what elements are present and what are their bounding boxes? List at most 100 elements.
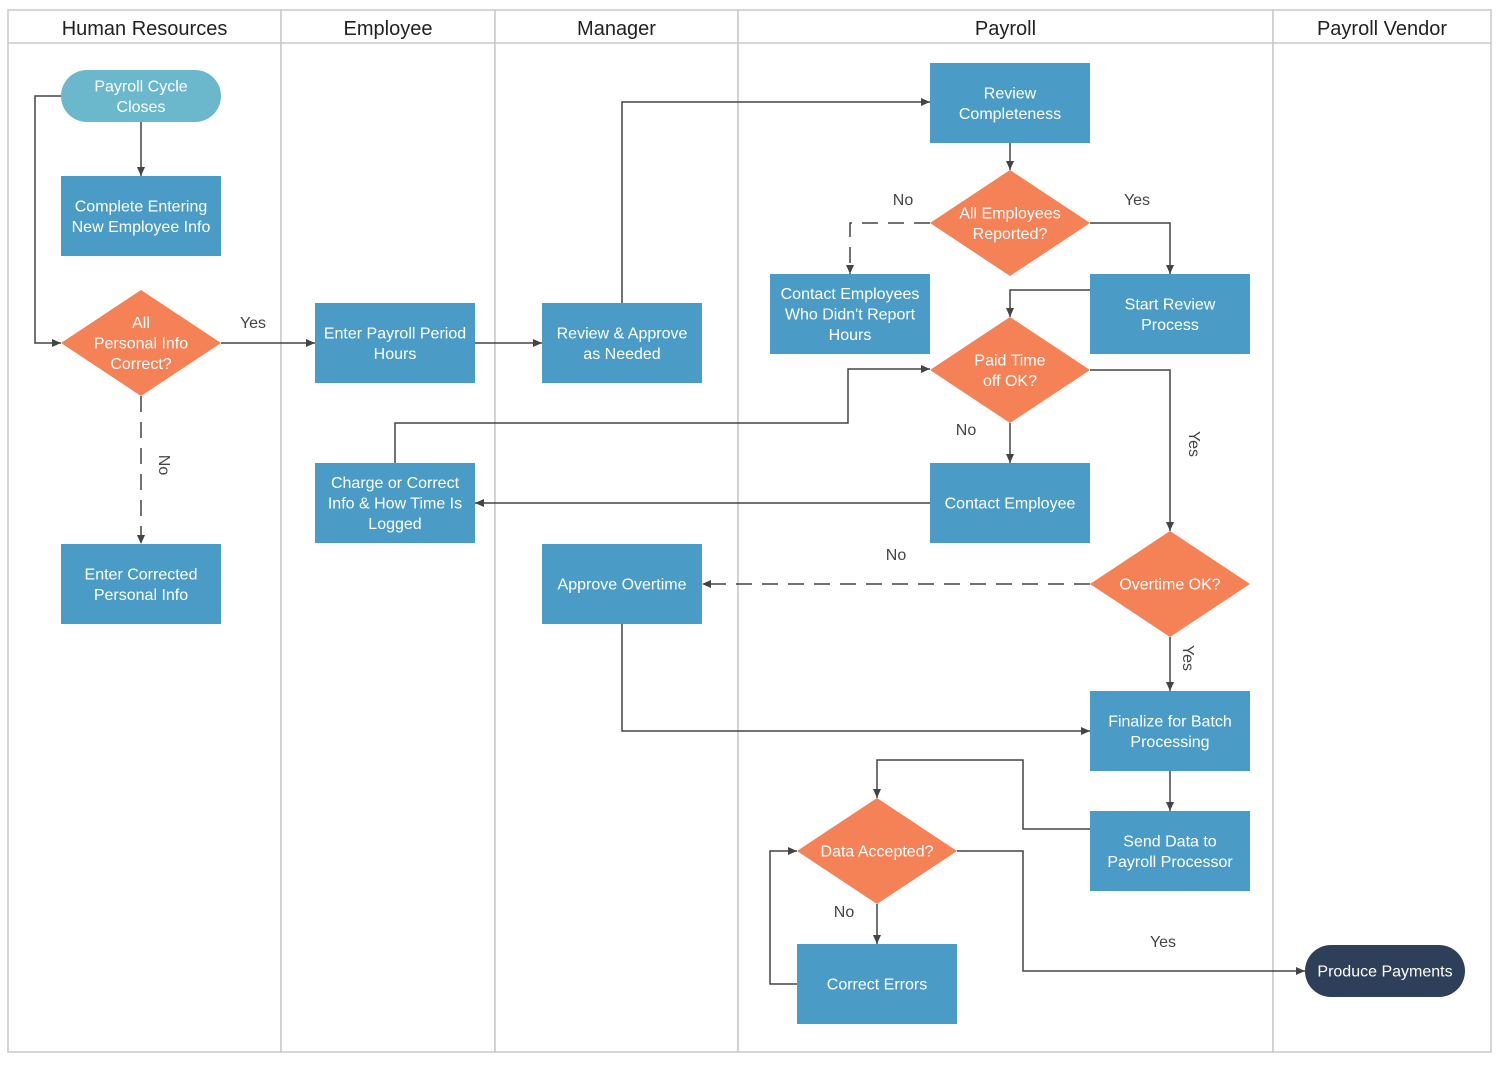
process-box xyxy=(61,176,221,256)
connector-pto-ok-to-overtime-ok xyxy=(1090,369,1174,531)
decision-diamond xyxy=(797,798,957,904)
edge-label-yes: Yes xyxy=(1124,192,1150,209)
lane-payroll-title: Payroll xyxy=(975,18,1036,40)
node-label-line: Info & How Time Is xyxy=(328,496,462,513)
edge-label-yes: Yes xyxy=(1185,431,1202,457)
lane-vendor-body xyxy=(1272,9,1492,1053)
connector-correct-errors-to-data-accepted xyxy=(769,847,797,985)
node-label-line: Contact Employee xyxy=(945,496,1076,513)
edge-label-no: No xyxy=(893,192,914,209)
edge-label-no: No xyxy=(834,904,855,921)
process-box xyxy=(797,944,957,1024)
node-data-accepted[interactable]: Data Accepted? xyxy=(797,798,957,904)
process-box xyxy=(930,463,1090,543)
node-label-line: Correct Errors xyxy=(827,977,927,994)
node-label-line: Send Data to xyxy=(1123,833,1217,850)
node-label-line: Correct? xyxy=(110,356,171,373)
node-label-line: Overtime OK? xyxy=(1119,577,1220,594)
node-label-line: Complete Entering xyxy=(75,198,208,215)
node-label-line: Payroll Cycle xyxy=(94,78,187,95)
edge-label-yes: Yes xyxy=(240,315,266,332)
connector-all-reported-to-start-review xyxy=(1090,222,1174,274)
node-label-line: Personal Info xyxy=(94,587,188,604)
node-approve-overtime[interactable]: Approve Overtime xyxy=(542,544,702,624)
edge-label-no: No xyxy=(956,422,977,439)
lane-manager: Manager xyxy=(494,9,739,1053)
lane-vendor: Payroll Vendor xyxy=(1272,9,1492,1053)
lane-manager-title: Manager xyxy=(577,18,656,40)
process-box xyxy=(315,303,475,383)
connector-review-approve-to-review-completeness xyxy=(621,98,930,303)
lane-hr-body xyxy=(7,9,282,1053)
node-label-line: All Employees xyxy=(959,205,1060,222)
connectors xyxy=(34,95,1305,985)
start-terminator xyxy=(61,70,221,122)
node-label-line: Finalize for Batch xyxy=(1108,713,1232,730)
lane-manager-body xyxy=(494,9,739,1053)
process-box xyxy=(542,544,702,624)
node-label-line: Process xyxy=(1141,317,1199,334)
node-label-line: New Employee Info xyxy=(72,219,211,236)
decision-diamond xyxy=(1090,531,1250,637)
connector-send-data-to-data-accepted xyxy=(873,759,1090,830)
node-label-line: Enter Corrected xyxy=(85,566,198,583)
node-produce-payments[interactable]: Produce Payments xyxy=(1305,945,1465,997)
node-label-line: All xyxy=(132,315,150,332)
node-label-line: Logged xyxy=(368,516,421,533)
process-box xyxy=(930,63,1090,143)
node-label-line: Contact Employees xyxy=(781,286,920,303)
node-label-line: Completeness xyxy=(959,106,1061,123)
node-overtime-ok[interactable]: Overtime OK? xyxy=(1090,531,1250,637)
connector-start-review-to-pto-ok xyxy=(1006,289,1090,317)
node-label-line: Personal Info xyxy=(94,336,188,353)
node-label-line: Payroll Processor xyxy=(1107,854,1233,871)
connector-all-reported-to-contact-employees xyxy=(846,222,930,274)
end-terminator xyxy=(1305,945,1465,997)
edge-label-no: No xyxy=(886,547,907,564)
node-label-line: Charge or Correct xyxy=(331,475,460,492)
node-label-line: Closes xyxy=(117,99,166,116)
node-label-line: Paid Time xyxy=(974,352,1045,369)
decision-diamond xyxy=(930,317,1090,423)
lane-hr-title: Human Resources xyxy=(62,18,228,40)
node-correct-errors[interactable]: Correct Errors xyxy=(797,944,957,1024)
process-box xyxy=(542,303,702,383)
process-box xyxy=(1090,691,1250,771)
edge-label-no: No xyxy=(155,455,172,476)
decision-diamond xyxy=(930,170,1090,276)
node-label-line: Review & Approve xyxy=(557,325,688,342)
node-label-line: Enter Payroll Period xyxy=(324,325,466,342)
decision-diamond xyxy=(61,290,221,396)
lane-employee-title: Employee xyxy=(344,18,433,40)
node-label-line: Data Accepted? xyxy=(821,844,934,861)
node-label-line: Review xyxy=(984,85,1037,102)
node-label-line: Start Review xyxy=(1125,296,1216,313)
node-label-line: Hours xyxy=(829,327,872,344)
node-send-data[interactable]: Send Data to Payroll Processor xyxy=(1090,811,1250,891)
connector-approve-overtime-to-finalize-batch xyxy=(621,624,1090,735)
process-box xyxy=(1090,811,1250,891)
node-label-line: Reported? xyxy=(973,226,1048,243)
node-contact-employee[interactable]: Contact Employee xyxy=(930,463,1090,543)
node-label-line: Hours xyxy=(374,346,417,363)
connector-data-accepted-to-produce-payments xyxy=(957,850,1305,975)
node-label-line: Who Didn't Report xyxy=(785,307,916,324)
